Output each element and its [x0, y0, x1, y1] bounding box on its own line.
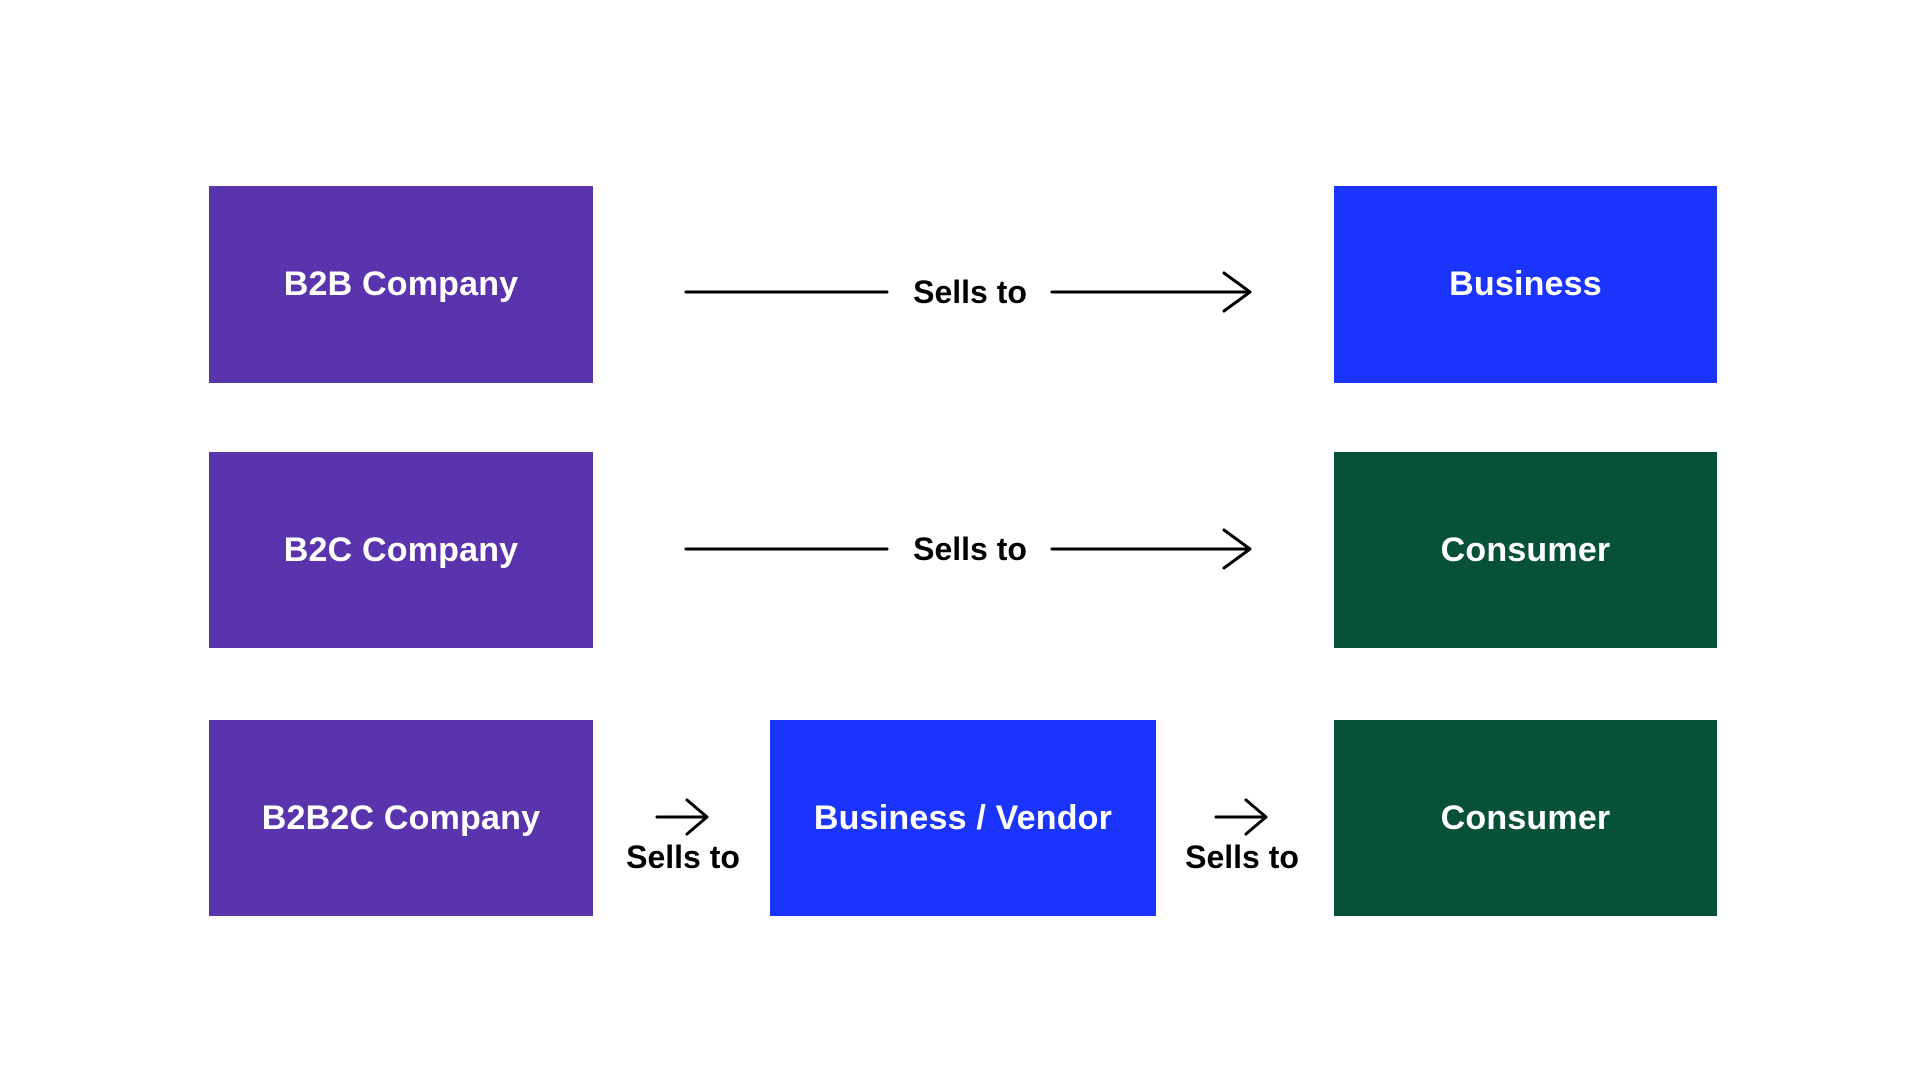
- node-b2b-company: B2B Company: [209, 186, 593, 383]
- node-consumer-row2: Consumer: [1334, 452, 1717, 648]
- relation-label: Sells to: [626, 839, 740, 875]
- node-consumer-label: Consumer: [1440, 798, 1611, 837]
- sells-to-arrow-small: [655, 798, 709, 836]
- connector-vendor-to-consumer: Sells to: [1182, 797, 1302, 876]
- sells-to-arrow: [684, 528, 1252, 570]
- node-business-vendor: Business / Vendor: [770, 720, 1156, 916]
- node-b2c-company: B2C Company: [209, 452, 593, 648]
- relation-label: Sells to: [913, 274, 1027, 310]
- connector-b2c-to-consumer: Sells to: [680, 527, 1260, 571]
- node-b2b2c-company: B2B2C Company: [209, 720, 593, 916]
- node-business-label: Business: [1449, 265, 1602, 303]
- relation-label: Sells to: [1185, 839, 1299, 875]
- relation-label: Sells to: [913, 531, 1027, 567]
- node-business-vendor-label: Business / Vendor: [813, 798, 1113, 837]
- node-b2b2c-company-label: B2B2C Company: [261, 798, 541, 837]
- arrow-head-icon: [685, 798, 709, 836]
- arrow-head-icon: [1222, 271, 1252, 313]
- node-b2b-company-label: B2B Company: [283, 265, 519, 303]
- connector-b2b-to-business: Sells to: [680, 270, 1260, 314]
- node-consumer-row3: Consumer: [1334, 720, 1717, 916]
- node-b2c-company-label: B2C Company: [283, 530, 519, 569]
- sells-to-arrow-small: [1214, 798, 1268, 836]
- arrow-head-icon: [1244, 798, 1268, 836]
- node-consumer-label: Consumer: [1440, 530, 1611, 569]
- arrow-head-icon: [1222, 528, 1252, 570]
- connector-b2b2c-to-vendor: Sells to: [623, 797, 743, 876]
- sells-to-arrow: [684, 271, 1252, 313]
- node-business: Business: [1334, 186, 1717, 383]
